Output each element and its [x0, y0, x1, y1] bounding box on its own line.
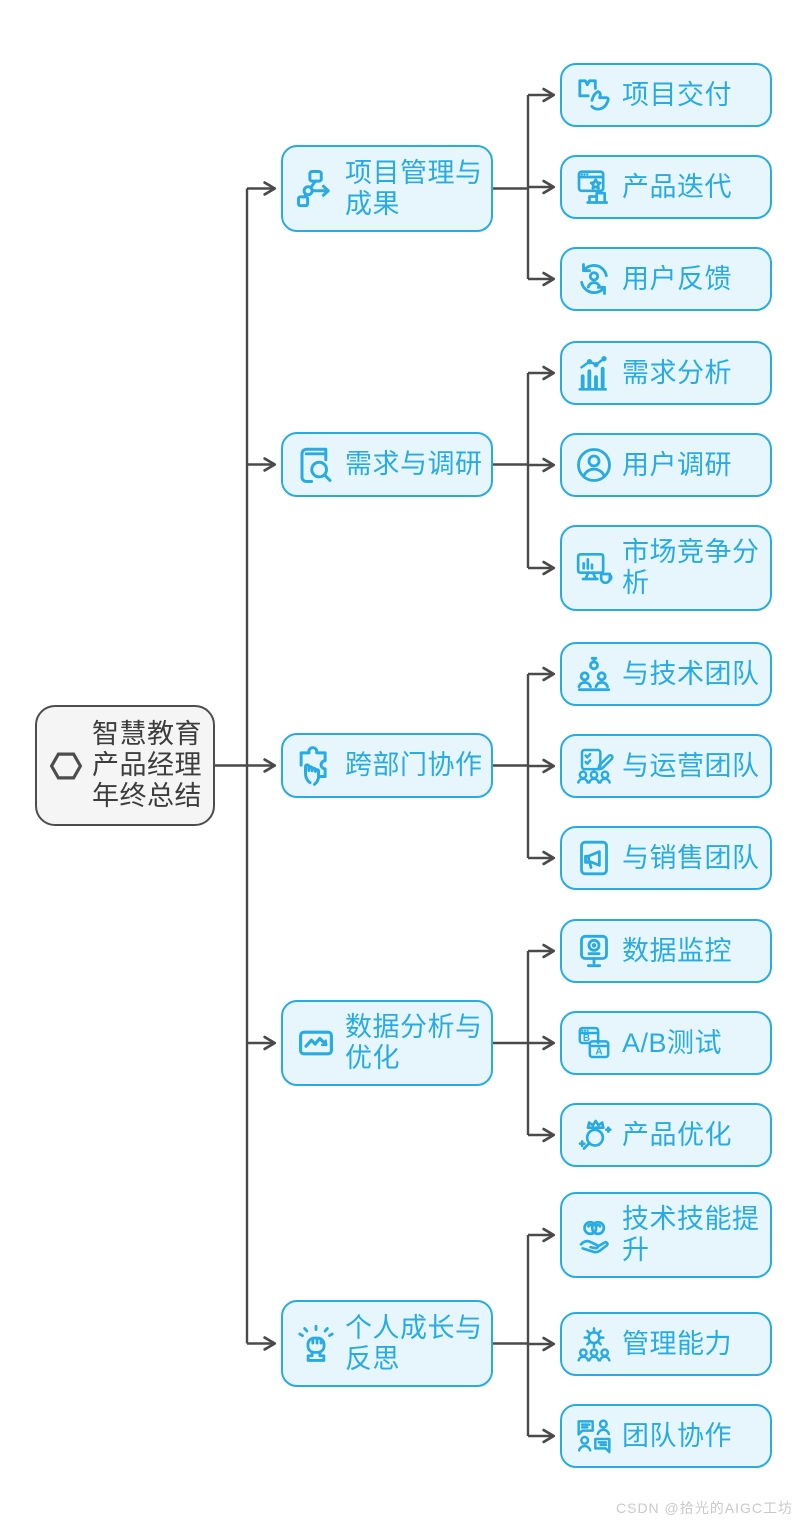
branch-label: 数据分析与优化	[345, 1012, 483, 1073]
hexagon-icon	[47, 747, 85, 785]
branch-label: 需求与调研	[345, 449, 483, 479]
leaf-node-product-iteration[interactable]: 产品迭代	[560, 155, 772, 219]
leaf-label: 用户调研	[622, 449, 732, 480]
browser-star-icon	[574, 167, 614, 207]
book-magnifier-icon	[295, 444, 337, 486]
branch-label: 个人成长与反思	[345, 1312, 483, 1374]
branch-node-research[interactable]: 需求与调研	[281, 432, 493, 497]
workflow-icon	[295, 168, 337, 210]
branch-node-data-analysis[interactable]: 数据分析与优化	[281, 1000, 493, 1086]
chat-people-icon	[574, 1416, 614, 1456]
user-refresh-icon	[574, 259, 614, 299]
leaf-label: 市场竞争分析	[622, 537, 760, 598]
brain-hand-icon	[574, 1215, 614, 1255]
root-label: 智慧教育产品经理年终总结	[92, 719, 202, 811]
leaf-node-user-research[interactable]: 用户调研	[560, 433, 772, 497]
leaf-label: 产品优化	[622, 1119, 732, 1150]
leaf-label: 技术技能提升	[622, 1204, 760, 1265]
leaf-node-ab-testing[interactable]: A/B测试	[560, 1011, 772, 1075]
leaf-node-skill-improvement[interactable]: 技术技能提升	[560, 1192, 772, 1278]
leaf-node-teamwork[interactable]: 团队协作	[560, 1404, 772, 1468]
leaf-label: 数据监控	[622, 935, 732, 966]
magnifier-crown-icon	[574, 1115, 614, 1155]
leaf-label: 管理能力	[622, 1328, 732, 1359]
leaf-node-sales-team[interactable]: 与销售团队	[560, 826, 772, 890]
leaf-node-ops-team[interactable]: 与运营团队	[560, 734, 772, 798]
branch-node-collaboration[interactable]: 跨部门协作	[281, 733, 493, 798]
leaf-node-demand-analysis[interactable]: 需求分析	[560, 341, 772, 405]
line-chart-icon	[295, 1022, 337, 1064]
monitor-chart-cup-icon	[574, 548, 614, 588]
leaf-node-project-delivery[interactable]: 项目交付	[560, 63, 772, 127]
fist-icon	[295, 1323, 337, 1365]
bar-chart-trend-icon	[574, 353, 614, 393]
branch-node-personal-growth[interactable]: 个人成长与反思	[281, 1300, 493, 1387]
leaf-node-management-ability[interactable]: 管理能力	[560, 1312, 772, 1376]
monitor-eye-icon	[574, 931, 614, 971]
leaf-label: 需求分析	[622, 357, 732, 388]
leaf-node-data-monitoring[interactable]: 数据监控	[560, 919, 772, 983]
branch-node-project-management[interactable]: 项目管理与成果	[281, 145, 493, 232]
checklist-team-icon	[574, 746, 614, 786]
branch-label: 跨部门协作	[345, 750, 483, 780]
leaf-node-tech-team[interactable]: 与技术团队	[560, 642, 772, 706]
puzzle-hand-icon	[295, 745, 337, 787]
gear-people-icon	[574, 1324, 614, 1364]
team-flask-icon	[574, 654, 614, 694]
branch-label: 项目管理与成果	[345, 157, 483, 219]
leaf-label: 与销售团队	[622, 842, 760, 873]
ab-test-icon	[574, 1023, 614, 1063]
leaf-node-user-feedback[interactable]: 用户反馈	[560, 247, 772, 311]
leaf-label: 与运营团队	[622, 750, 760, 781]
doc-megaphone-icon	[574, 838, 614, 878]
leaf-label: 用户反馈	[622, 263, 732, 294]
user-circle-icon	[574, 445, 614, 485]
leaf-label: 产品迭代	[622, 171, 732, 202]
watermark: CSDN @拾光的AIGC工坊	[616, 1500, 793, 1516]
leaf-label: 团队协作	[622, 1420, 732, 1451]
leaf-label: 与技术团队	[622, 658, 760, 689]
root-node[interactable]: 智慧教育产品经理年终总结	[35, 705, 215, 826]
package-delivery-icon	[574, 75, 614, 115]
leaf-node-product-optimization[interactable]: 产品优化	[560, 1103, 772, 1167]
leaf-node-market-competition[interactable]: 市场竞争分析	[560, 525, 772, 611]
leaf-label: A/B测试	[622, 1027, 723, 1058]
leaf-label: 项目交付	[622, 79, 732, 110]
